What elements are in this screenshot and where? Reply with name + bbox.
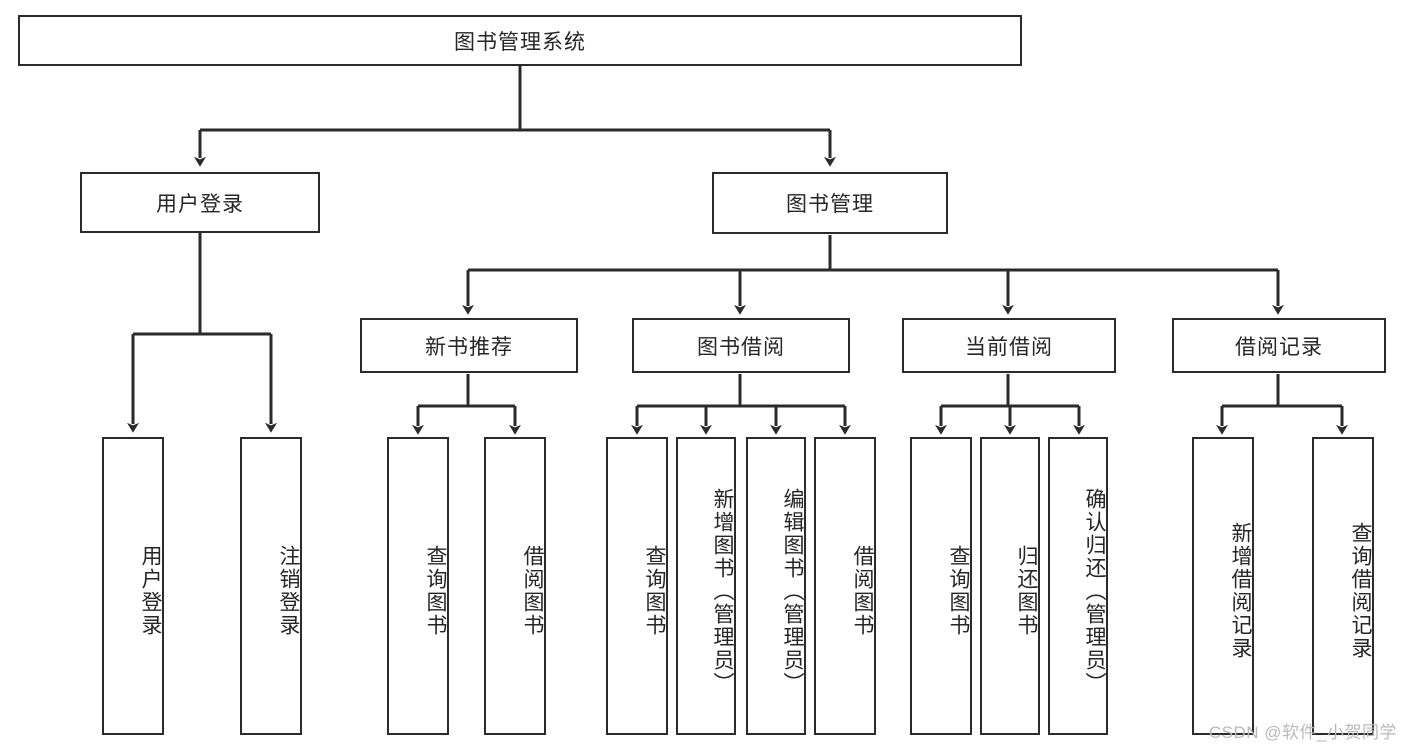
node-root-system[interactable]: 图书管理系统 (18, 15, 1022, 66)
node-leaf-confirm-return-admin[interactable]: 确认归还（管理员） (1048, 437, 1108, 735)
node-leaf-borrow-book[interactable]: 借阅图书 (814, 437, 876, 735)
node-leaf-query-book-borrow[interactable]: 查询图书 (606, 437, 668, 735)
node-label: 新增图书（管理员） (711, 487, 734, 695)
node-label: 查询图书 (643, 545, 666, 637)
node-current-borrow[interactable]: 当前借阅 (902, 318, 1116, 373)
node-leaf-user-login[interactable]: 用户登录 (102, 437, 164, 735)
node-leaf-edit-book-admin[interactable]: 编辑图书（管理员） (746, 437, 806, 735)
node-label: 借阅图书 (521, 545, 544, 637)
node-label: 确认归还（管理员） (1083, 487, 1106, 695)
node-leaf-borrow-book-recommend[interactable]: 借阅图书 (484, 437, 546, 735)
node-label: 新书推荐 (425, 335, 513, 359)
node-leaf-query-borrow-record[interactable]: 查询借阅记录 (1312, 437, 1374, 735)
node-leaf-query-book-current[interactable]: 查询图书 (910, 437, 972, 735)
wire-group-root (194, 66, 836, 167)
csdn-watermark: CSDN @软件_小贺同学 (1208, 723, 1397, 742)
node-leaf-logout[interactable]: 注销登录 (240, 437, 302, 735)
node-label: 图书借阅 (697, 335, 785, 359)
node-label: 新增借阅记录 (1229, 522, 1252, 660)
wire-group-new-book (412, 374, 521, 435)
node-label: 借阅记录 (1235, 335, 1323, 359)
wire-group-current-borrow (935, 374, 1085, 435)
node-leaf-add-borrow-record[interactable]: 新增借阅记录 (1192, 437, 1254, 735)
node-new-book-recommend[interactable]: 新书推荐 (360, 318, 578, 373)
node-leaf-query-book-recommend[interactable]: 查询图书 (387, 437, 449, 735)
node-label: 注销登录 (277, 545, 300, 637)
node-label: 图书管理 (786, 193, 874, 216)
node-borrow-record[interactable]: 借阅记录 (1172, 318, 1386, 373)
node-book-management[interactable]: 图书管理 (712, 172, 948, 234)
wire-group-book-borrow (631, 374, 851, 435)
node-label: 归还图书 (1015, 545, 1038, 637)
node-label: 当前借阅 (965, 335, 1053, 359)
node-label: 借阅图书 (851, 545, 874, 637)
wire-group-borrow-record (1216, 374, 1348, 435)
node-label: 用户登录 (156, 192, 244, 216)
node-label: 查询图书 (424, 545, 447, 637)
node-label: 查询借阅记录 (1349, 522, 1372, 660)
node-label: 图书管理系统 (454, 30, 586, 54)
node-label: 编辑图书（管理员） (781, 487, 804, 695)
node-user-login[interactable]: 用户登录 (80, 172, 320, 233)
node-label: 查询图书 (947, 545, 970, 637)
wire-group-user-login (127, 233, 277, 433)
node-leaf-return-book[interactable]: 归还图书 (980, 437, 1040, 735)
node-label: 用户登录 (139, 545, 162, 637)
node-book-borrow[interactable]: 图书借阅 (632, 318, 850, 373)
wire-group-book-manage (462, 235, 1284, 315)
node-leaf-add-book-admin[interactable]: 新增图书（管理员） (676, 437, 736, 735)
